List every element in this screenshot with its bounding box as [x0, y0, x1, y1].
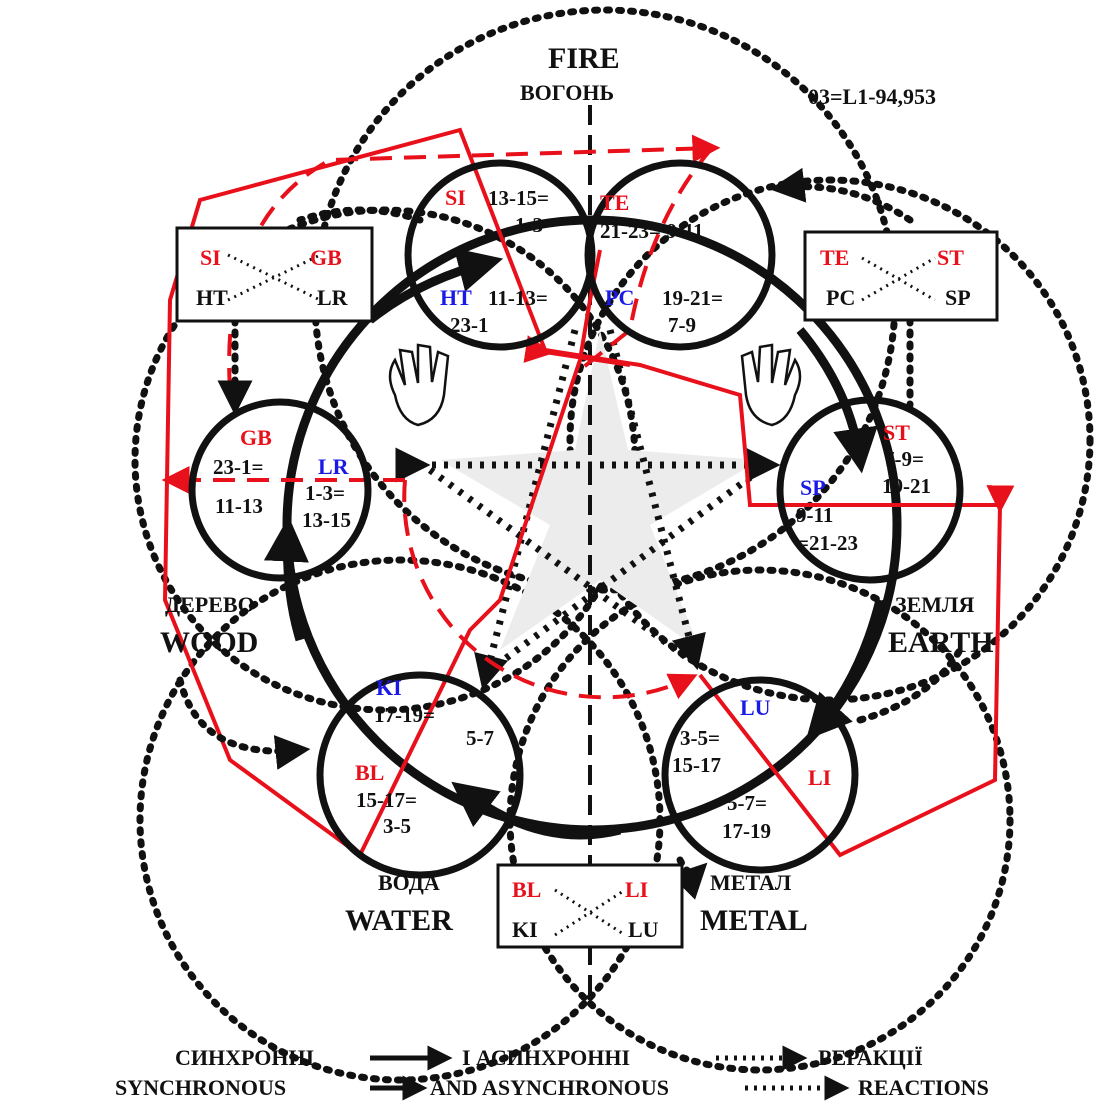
circle-fire-left [404, 159, 596, 351]
wood-label-uk: ДЕРЕВО [165, 592, 255, 617]
organ-ki-code: KI [376, 675, 402, 700]
organ-si-time2: 1-3 [515, 213, 543, 237]
organ-sp-code: SP [800, 475, 826, 500]
legend-line2-a: SYNCHRONOUS [115, 1075, 286, 1100]
box-right: TE ST PC SP [803, 230, 999, 322]
organ-li-time: 5-7= [727, 791, 767, 815]
organ-si-code: SI [445, 185, 466, 210]
legend-line1-b: І АСИНХРОННІ [462, 1045, 630, 1070]
organ-sp-time: 9-11 [796, 503, 833, 527]
organ-st-code: ST [883, 420, 910, 445]
organ-lu-time: 3-5= [680, 726, 720, 750]
box-right-br: SP [945, 285, 971, 310]
organ-ht-time2: 23-1 [450, 313, 489, 337]
organ-circles [188, 159, 964, 879]
box-left-br: LR [317, 285, 349, 310]
box-right-tr: ST [937, 245, 964, 270]
organ-te-code: TE [600, 190, 629, 215]
wood-label-en: WOOD [160, 626, 258, 659]
legend-line2-b: AND ASYNCHRONOUS [430, 1075, 669, 1100]
organ-ht-time: 11-13= [488, 286, 548, 310]
legend-line2-c: REACTIONS [858, 1075, 989, 1100]
fire-label-en: FIRE [548, 42, 620, 75]
arrow-to-metal [805, 598, 885, 741]
circle-wood [188, 398, 372, 582]
organ-lu-code: LU [740, 695, 771, 720]
left-hand-icon [388, 343, 450, 427]
organ-li-code: LI [808, 765, 831, 790]
box-bottom-tr: LI [625, 877, 648, 902]
arrow-to-wood [263, 516, 309, 642]
organ-pc-time: 19-21= [662, 286, 723, 310]
box-left-tl: SI [200, 245, 221, 270]
arrow-to-water [451, 781, 622, 840]
organ-st-time2: 19-21 [882, 474, 931, 498]
box-right-bl: PC [826, 285, 855, 310]
organ-si-time: 13-15= [488, 186, 549, 210]
organ-lr-time: 1-3= [305, 481, 345, 505]
organ-li-time2: 17-19 [722, 819, 771, 843]
box-bottom: BL LI KI LU [496, 863, 684, 949]
circle-fire-right [584, 159, 776, 351]
organ-ki-time2: 5-7 [466, 726, 494, 750]
circle-earth [776, 396, 964, 584]
central-star [440, 330, 760, 650]
box-left-bl: HT [196, 285, 228, 310]
arrow-to-earth [796, 327, 878, 474]
circle-metal [661, 676, 859, 874]
organ-ht-code: HT [440, 285, 472, 310]
organ-bl-code: BL [355, 760, 384, 785]
organ-gb-code: GB [240, 425, 272, 450]
legend: СИНХРОННІ І АСИНХРОННІ РЕРАКЦІЇ SYNCHRON… [115, 1045, 989, 1101]
organ-lr-time2: 13-15 [302, 508, 351, 532]
box-connectors [176, 167, 964, 900]
organ-ki-time: 17-19= [374, 703, 435, 727]
metal-label-en: METAL [700, 904, 808, 937]
organ-lu-time2: 15-17 [672, 753, 721, 777]
box-bottom-tl: BL [512, 877, 541, 902]
legend-line1-a: СИНХРОННІ [175, 1045, 314, 1070]
metal-label-uk: МЕТАЛ [710, 870, 792, 895]
organ-gb-time: 23-1= [213, 455, 263, 479]
box-bottom-br: LU [628, 917, 659, 942]
water-label-en: WATER [345, 904, 453, 937]
generating-arrows [263, 248, 885, 840]
reference-label: 03=L1-94,953 [808, 84, 936, 109]
legend-line1-c: РЕРАКЦІЇ [818, 1045, 923, 1070]
organ-bl-time: 15-17= [356, 788, 417, 812]
organ-st-time: 7-9= [884, 447, 924, 471]
right-hand-icon [740, 343, 802, 427]
organ-pc-time2: 7-9 [668, 313, 696, 337]
earth-label-uk: ЗЕМЛЯ [895, 592, 974, 617]
circle-water [316, 671, 524, 879]
organ-sp-time2: =21-23 [797, 531, 858, 555]
box-left-tr: GB [310, 245, 342, 270]
water-label-uk: ВОДА [378, 870, 440, 895]
box-right-tl: TE [820, 245, 849, 270]
red-solid-circuit [162, 127, 1015, 858]
organ-lr-code: LR [318, 454, 350, 479]
organ-gb-time2: 11-13 [215, 494, 263, 518]
organ-te-time: 21-23= 9-11 [600, 219, 704, 243]
box-bottom-bl: KI [512, 917, 538, 942]
earth-label-en: EARTH [888, 626, 994, 659]
fire-label-uk: ВОГОНЬ [520, 80, 614, 105]
box-left: SI GB HT LR [175, 226, 374, 323]
organ-bl-time2: 3-5 [383, 814, 411, 838]
arrow-to-fire [367, 248, 504, 324]
organ-pc-code: PC [605, 285, 634, 310]
